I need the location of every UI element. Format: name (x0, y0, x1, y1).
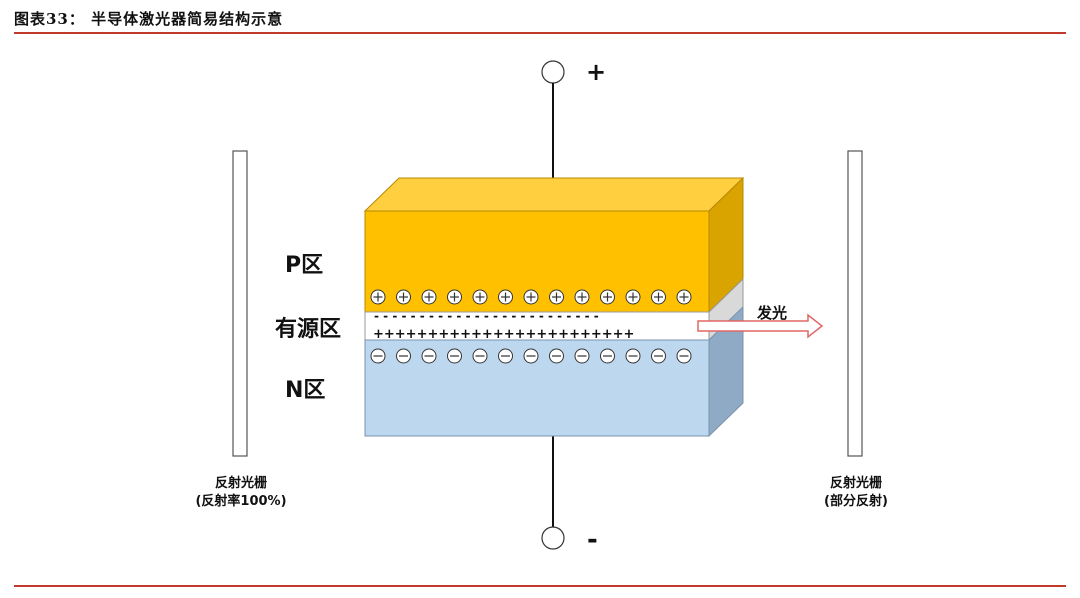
positive-sign: + (586, 58, 606, 86)
negative-terminal (541, 526, 565, 550)
emission-arrow (697, 313, 824, 339)
electron-symbol (370, 348, 386, 364)
positive-terminal (541, 60, 565, 84)
right-reflector-label: 反射光栅 (830, 475, 882, 491)
electron-symbol (600, 348, 615, 364)
figure-header: 图表33： 半导体激光器简易结构示意 (14, 6, 1080, 32)
hole-symbol (472, 289, 488, 305)
emission-label: 发光 (756, 304, 787, 322)
bottom-divider (14, 585, 1066, 587)
hole-symbol (421, 289, 437, 305)
left-reflector-spec: (反射率100%) (195, 493, 286, 509)
hole-charge-row: ++++++++++++++++++++++++ (373, 327, 634, 342)
hole-symbol (600, 289, 615, 305)
figure-title: 图表33： 半导体激光器简易结构示意 (14, 10, 284, 28)
negative-sign: - (587, 525, 598, 555)
active-region-label: 有源区 (275, 316, 341, 342)
top-divider (14, 32, 1066, 34)
electron-symbol (549, 348, 564, 364)
electron-symbol (523, 348, 539, 364)
hole-row (370, 289, 692, 305)
hole-symbol (625, 289, 641, 305)
right-reflector-spec: (部分反射) (824, 493, 888, 509)
p-region-label: P区 (285, 253, 323, 278)
electron-symbol (651, 348, 666, 364)
hole-symbol (523, 289, 539, 305)
hole-symbol (676, 289, 692, 305)
left-reflector (232, 150, 248, 457)
electron-symbol (676, 348, 692, 364)
hole-symbol (574, 289, 590, 305)
electron-symbol (574, 348, 590, 364)
hole-symbol (498, 289, 513, 305)
hole-symbol (396, 289, 411, 305)
hole-symbol (651, 289, 666, 305)
right-reflector (847, 150, 863, 457)
hole-symbol (447, 289, 462, 305)
electron-symbol (498, 348, 513, 364)
electron-symbol (625, 348, 641, 364)
n-region-label: N区 (285, 378, 325, 403)
hole-symbol (549, 289, 564, 305)
left-reflector-label: 反射光栅 (215, 475, 267, 491)
electron-symbol (396, 348, 411, 364)
electron-charge-row: - - - - - - - - - - - - - - - - - - - - … (374, 309, 599, 323)
p-layer-top (363, 177, 745, 212)
hole-symbol (370, 289, 386, 305)
electron-symbol (447, 348, 462, 364)
electron-row (370, 348, 692, 364)
electron-symbol (421, 348, 437, 364)
electron-symbol (472, 348, 488, 364)
